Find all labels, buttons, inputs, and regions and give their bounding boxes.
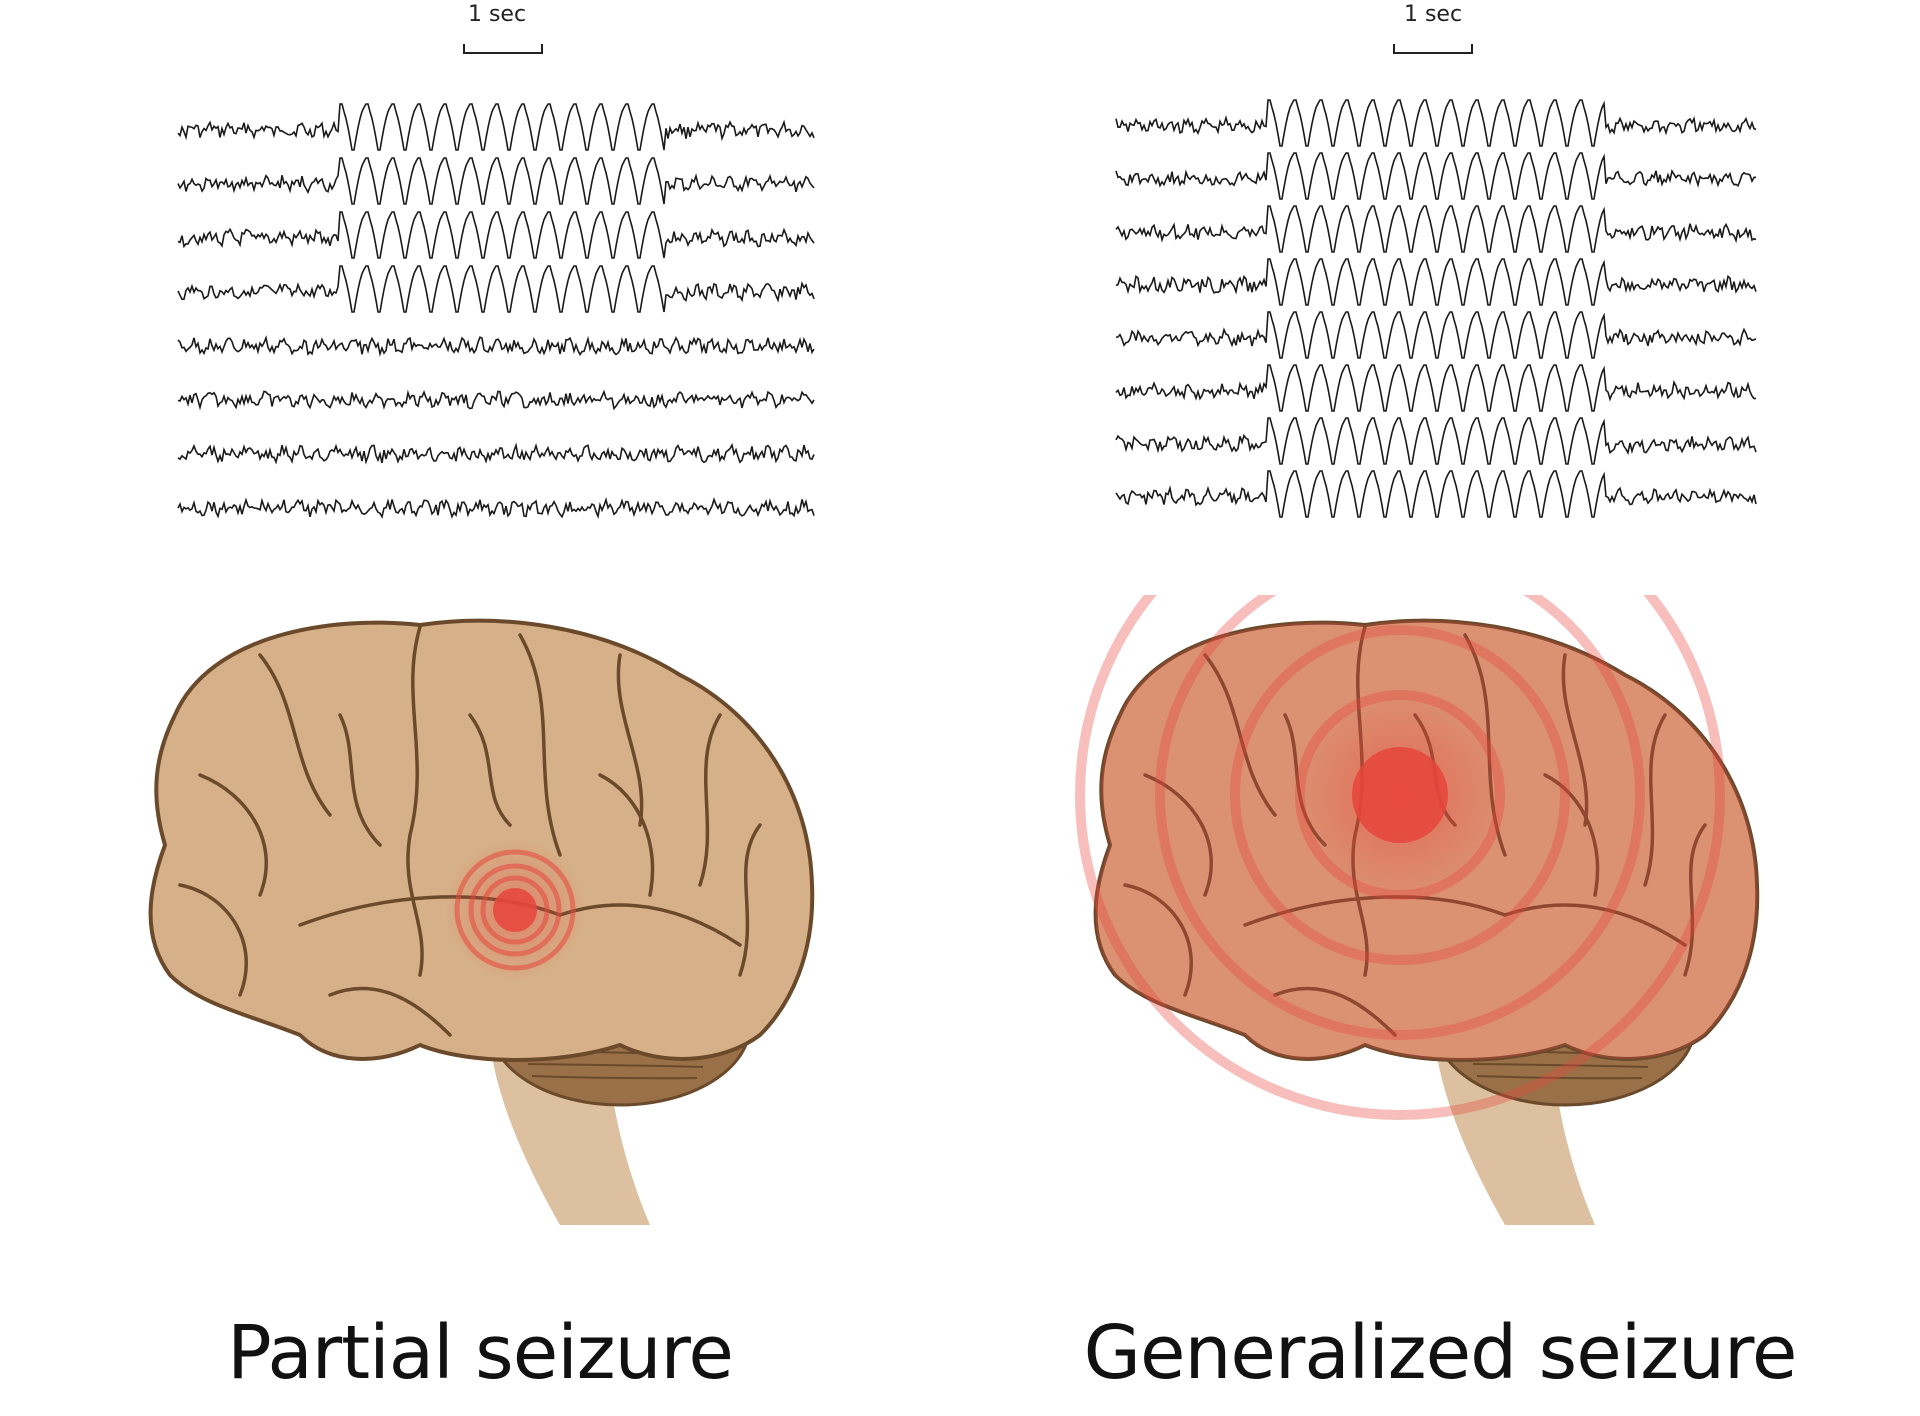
seizure-ring: [1230, 625, 1570, 965]
brain-sulcus: [698, 713, 722, 887]
eeg-traces: [177, 103, 815, 519]
eeg-channel-trace: [177, 442, 815, 465]
panel-caption: Partial seizure: [227, 1310, 734, 1396]
eeg-channel-trace: [177, 335, 815, 357]
eeg-channel-trace: [1115, 99, 1757, 147]
brain-sulcus: [468, 713, 512, 827]
brain-sulcus: [258, 653, 332, 817]
eeg-channel-trace: [1115, 470, 1757, 518]
brain-sulcus: [1273, 986, 1397, 1037]
eeg-channel-trace: [1115, 258, 1757, 306]
seizure-ring: [468, 863, 562, 957]
eeg-channel-trace: [177, 103, 815, 151]
eeg-channel-trace: [1115, 152, 1757, 200]
cerebrum: [148, 618, 815, 1062]
brain-illustration: [148, 618, 815, 1225]
eeg-channel-trace: [1115, 205, 1757, 253]
brain-sulcus: [1503, 903, 1687, 947]
seizure-ring: [1075, 595, 1725, 1120]
brain-sulcus: [1643, 713, 1667, 887]
seizure-ring: [1155, 595, 1645, 1040]
eeg-channel-trace: [177, 265, 815, 313]
eeg-channel-trace: [177, 497, 815, 519]
eeg-channel-trace: [1115, 364, 1757, 412]
brain-sulcus: [1203, 653, 1277, 817]
seizure-ring: [1295, 690, 1505, 900]
brain-sulcus: [518, 633, 562, 857]
panel-caption: Generalized seizure: [1083, 1310, 1798, 1396]
eeg-traces: [1115, 99, 1757, 518]
brain-sulcus: [738, 823, 762, 977]
seizure-ring: [454, 849, 576, 971]
brain-sulcus: [598, 773, 655, 897]
brain-sulcus: [338, 713, 382, 847]
eeg-channel-trace: [1115, 311, 1757, 359]
eeg-channel-trace: [177, 157, 815, 205]
brain-sulcus: [328, 986, 452, 1037]
generalized-seizure-panel: 1 sec Generalized seizure: [960, 0, 1920, 1416]
eeg-channel-trace: [177, 211, 815, 259]
time-scale-label: 1 sec: [1403, 2, 1463, 27]
time-scale-bar: [463, 44, 543, 54]
time-scale-label: 1 sec: [467, 2, 527, 27]
partial-seizure-panel: 1 sec Partial seizure: [148, 2, 815, 1396]
seizure-focus: [1352, 747, 1448, 843]
eeg-channel-trace: [1115, 417, 1757, 465]
brain-sulcus: [1561, 653, 1589, 827]
brain-sulcus: [1123, 883, 1193, 997]
brain-sulcus: [1143, 773, 1213, 897]
brain-illustration: [1075, 595, 1760, 1225]
seizure-focus: [493, 888, 537, 932]
brain-sulcus: [1543, 773, 1600, 897]
brain-sulcus: [616, 653, 644, 827]
brain-sulcus: [406, 625, 424, 977]
eeg-channel-trace: [177, 389, 815, 411]
time-scale-bar: [1393, 44, 1473, 54]
brain-sulcus: [198, 773, 268, 897]
brain-sulcus: [1683, 823, 1707, 977]
brain-sulcus: [178, 883, 248, 997]
seizure-ring: [480, 875, 550, 945]
